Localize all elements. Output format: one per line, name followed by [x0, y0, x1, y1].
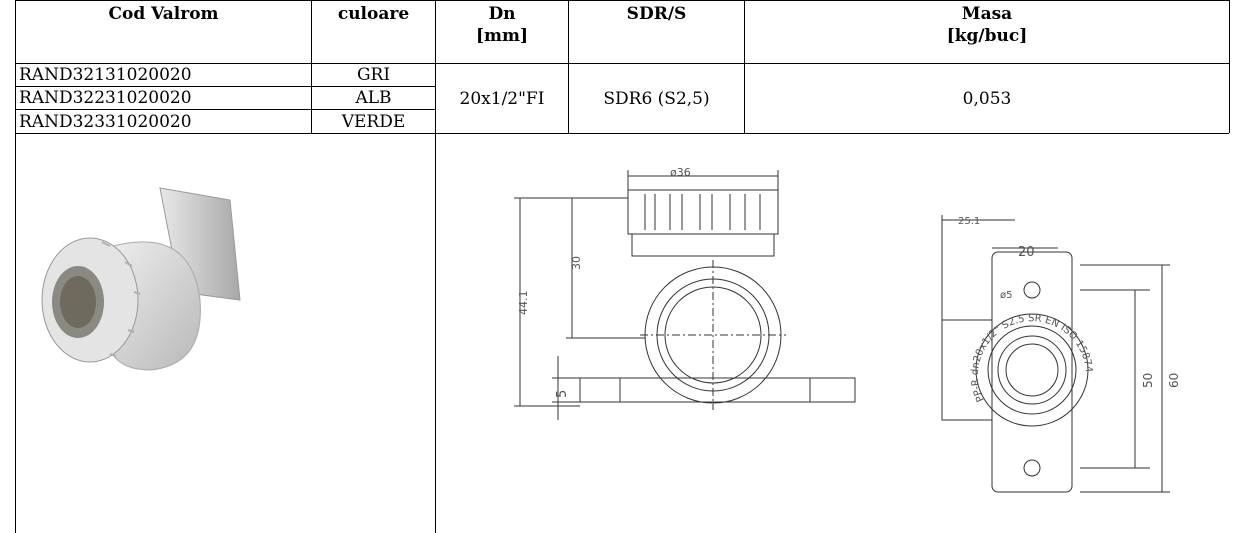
- dim-height-5: 5: [555, 390, 570, 398]
- header-sdr: SDR/S: [569, 1, 744, 63]
- cell-cod-row-3: RAND32331020020: [19, 111, 192, 132]
- dim-height-44: 44.1: [517, 291, 530, 316]
- cell-culoare-row-1: GRI: [356, 65, 391, 85]
- cell-dn-merged: 20x1/2"FI: [459, 88, 545, 109]
- table-right-border: [1229, 0, 1230, 133]
- cell-cod-row-1: RAND32131020020: [19, 65, 192, 85]
- header-cod-text: Cod Valrom: [108, 4, 219, 24]
- cell-cod-row-2: RAND32231020020: [19, 88, 192, 108]
- cell-culoare-row-2: ALB: [355, 88, 392, 108]
- header-masa: Masa [kg/buc]: [745, 1, 1229, 63]
- dim-height-60: 60: [1167, 373, 1181, 388]
- header-culoare-text: culoare: [337, 4, 410, 24]
- dim-width-20: 20: [1018, 245, 1035, 260]
- header-masa-line2: [kg/buc]: [946, 26, 1028, 46]
- header-culoare: culoare: [312, 1, 435, 63]
- dim-hole-diameter-5: ø5: [1000, 290, 1012, 301]
- technical-drawing-side-view: 25.1 20 ø5 50 60 PP-R dn20x1/2" S2.5 SR …: [941, 215, 1181, 493]
- col-divider-sdr: [744, 0, 745, 133]
- dim-diameter-36: ø36: [670, 166, 691, 179]
- cell-sdr-merged: SDR6 (S2,5): [603, 88, 710, 109]
- dim-width-25: 25.1: [958, 216, 980, 227]
- col-divider-culoare: [435, 0, 436, 533]
- header-masa-line1: Masa: [961, 4, 1013, 24]
- header-divider: [15, 63, 1229, 64]
- header-cod: Cod Valrom: [16, 1, 311, 63]
- col-divider-cod: [311, 0, 312, 133]
- table-top-border: [15, 0, 1229, 1]
- cell-masa-merged: 0,053: [962, 88, 1012, 109]
- row-divider-2: [15, 109, 435, 110]
- technical-drawing-front-view: ø36 30 44.1 5: [514, 166, 856, 420]
- ring-marking-text: PP-R dn20x1/2" S2.5 SR EN ISO 15874: [970, 313, 1094, 403]
- header-dn-line1: Dn: [488, 4, 516, 24]
- rows-bottom-border: [15, 133, 1229, 134]
- product-photo-elbow-fitting: [41, 187, 241, 371]
- col-divider-dn: [568, 0, 569, 133]
- table-left-border: [15, 0, 16, 533]
- header-sdr-text: SDR/S: [626, 4, 687, 24]
- header-dn: Dn [mm]: [436, 1, 568, 63]
- cell-culoare-row-3: VERDE: [341, 111, 406, 132]
- dim-height-50: 50: [1141, 373, 1155, 388]
- row-divider-1: [15, 86, 435, 87]
- header-dn-line2: [mm]: [475, 26, 529, 46]
- dim-height-30: 30: [570, 256, 583, 270]
